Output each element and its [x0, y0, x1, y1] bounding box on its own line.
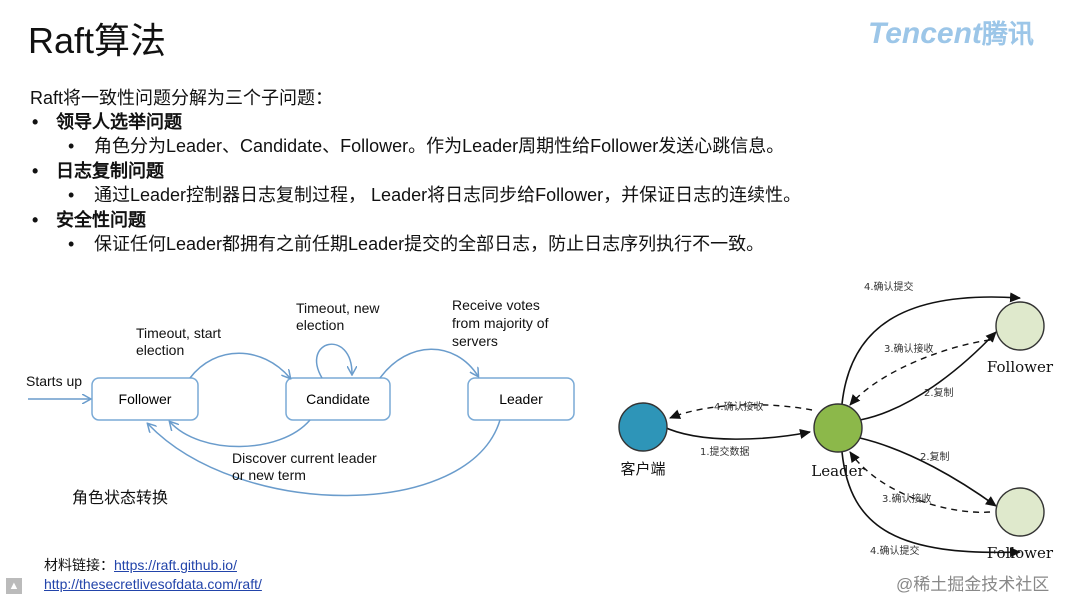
link-raft-github[interactable]: https://raft.github.io/: [114, 557, 237, 573]
edge-client-ack: [669, 404, 813, 419]
label-discover-1: Discover current leader: [232, 450, 377, 466]
state-label-leader: Leader: [499, 391, 543, 407]
label-starts-up: Starts up: [26, 373, 82, 389]
edge-label-client-ack: 4.确认接收: [714, 400, 764, 413]
bullet-content: Raft将一致性问题分解为三个子问题： 领导人选举问题 角色分为Leader、C…: [30, 86, 1050, 257]
state-box-leader: [467, 377, 575, 421]
arrow-leader-to-follower: [148, 419, 501, 497]
edge-copy-bottom: [859, 437, 997, 507]
node-leader: [813, 403, 863, 453]
material-links: 材料链接：https://raft.github.io/ http://thes…: [44, 556, 262, 594]
edge-label-ack-top: 3.确认接收: [884, 342, 934, 355]
edge-label-commit-bottom: 4.确认提交: [870, 544, 920, 557]
edge-submit: [661, 425, 811, 440]
node-label-follower-bottom: Follower: [987, 544, 1054, 562]
node-label-leader: Leader: [811, 462, 865, 480]
edge-label-commit-top: 4.确认提交: [864, 280, 914, 293]
label-timeout-new-1: Timeout, new: [296, 300, 380, 316]
section-heading-replication: 日志复制问题: [30, 159, 1050, 183]
label-discover-2: or new term: [232, 467, 306, 483]
section-heading-safety: 安全性问题: [30, 208, 1050, 232]
arrow-candidate-self: [315, 343, 352, 379]
state-label-follower: Follower: [119, 391, 172, 407]
slide-corner-icon: ▲: [6, 578, 22, 594]
edge-ack-bottom: [849, 451, 991, 513]
footer-watermark: @稀土掘金技术社区: [896, 575, 1050, 594]
node-client: [618, 402, 668, 452]
intro-text: Raft将一致性问题分解为三个子问题：: [30, 88, 334, 108]
node-follower-bottom: [995, 487, 1045, 537]
arrow-follower-to-candidate: [189, 352, 290, 378]
state-diagram: Follower Candidate Leader Starts up Time…: [26, 297, 575, 507]
state-label-candidate: Candidate: [306, 391, 370, 407]
page-title: Raft算法: [28, 20, 167, 61]
arrow-candidate-to-leader: [379, 348, 478, 379]
label-receive-1: Receive votes: [452, 297, 540, 313]
label-receive-2: from majority of: [452, 315, 549, 331]
label-timeout-start-1: Timeout, start: [136, 325, 221, 341]
label-receive-3: servers: [452, 333, 498, 349]
section-heading-election: 领导人选举问题: [30, 110, 1050, 134]
edge-label-copy-bottom: 2.复制: [920, 450, 950, 463]
replication-diagram: 客户端 Leader Follower Follower 1.提交数据 4.确认…: [618, 280, 1054, 562]
state-box-candidate: [285, 377, 391, 421]
label-timeout-start-2: election: [136, 342, 184, 358]
links-label: 材料链接：: [44, 557, 114, 573]
node-follower-top: [995, 301, 1045, 351]
edge-copy-top: [859, 331, 997, 421]
edge-commit-top: [841, 292, 1021, 405]
logo-latin: Tencent: [868, 17, 982, 50]
edge-label-ack-bottom: 3.确认接收: [882, 492, 932, 505]
tencent-logo: Tencent腾讯: [868, 14, 1034, 51]
node-label-follower-top: Follower: [987, 358, 1054, 376]
section-detail-safety: 保证任何Leader都拥有之前任期Leader提交的全部日志，防止日志序列执行不…: [30, 232, 1050, 257]
state-diagram-caption: 角色状态转换: [72, 488, 168, 507]
logo-cn: 腾讯: [981, 19, 1034, 49]
edge-commit-bottom: [841, 451, 1021, 558]
section-detail-election: 角色分为Leader、Candidate、Follower。作为Leader周期…: [30, 134, 1050, 159]
arrow-candidate-to-follower: [170, 419, 311, 448]
edge-ack-top: [849, 339, 991, 406]
label-timeout-new-2: election: [296, 317, 344, 333]
edge-label-submit: 1.提交数据: [700, 445, 750, 458]
section-detail-replication: 通过Leader控制器日志复制过程， Leader将日志同步给Follower，…: [30, 183, 1050, 208]
edge-label-copy-top: 2.复制: [924, 386, 954, 399]
node-label-client: 客户端: [620, 460, 665, 478]
state-box-follower: [91, 377, 199, 421]
link-secret-lives[interactable]: http://thesecretlivesofdata.com/raft/: [44, 576, 262, 592]
